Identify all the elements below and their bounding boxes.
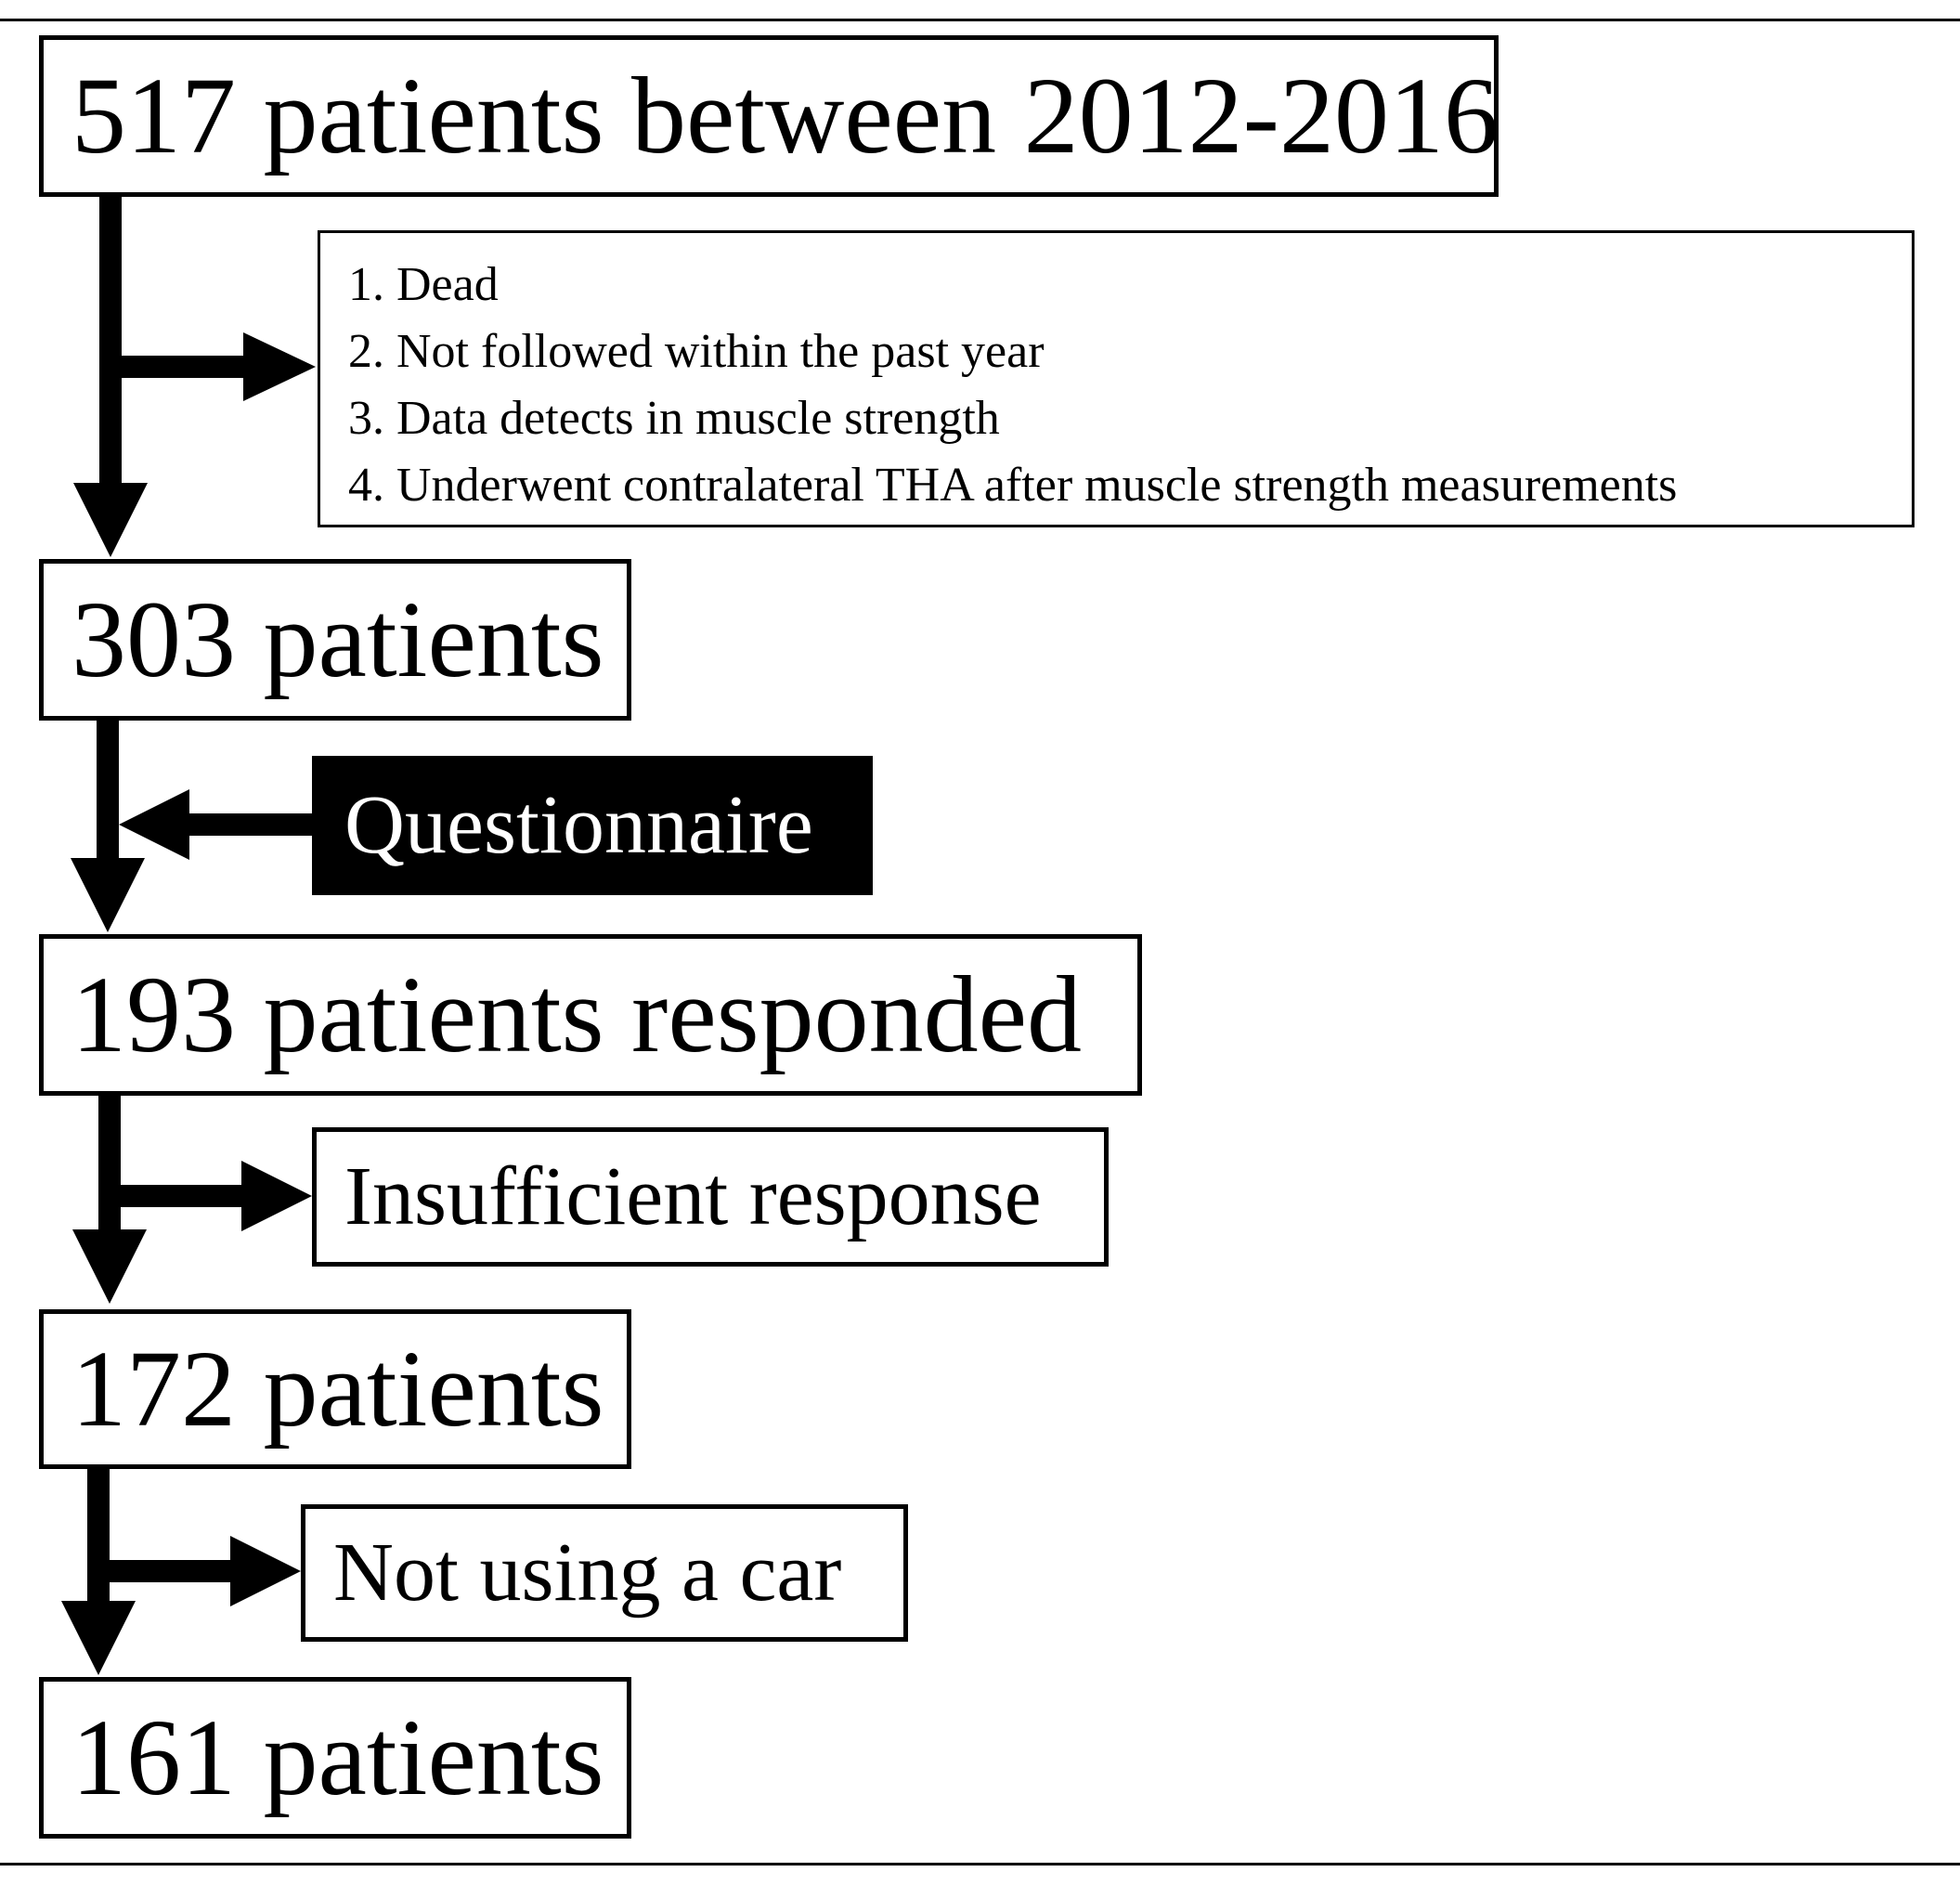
questionnaire-label: Questionnaire [344, 779, 813, 871]
branch-shaft-questionnaire [176, 813, 316, 836]
arrow-head-1 [73, 483, 148, 557]
arrow-head-3 [72, 1229, 147, 1304]
step-box-172: 172 patients [39, 1309, 631, 1469]
branch-shaft-exclusion [110, 356, 250, 378]
not-using-car-box: Not using a car [301, 1504, 908, 1642]
arrow-head-2 [71, 858, 145, 932]
branch-shaft-insufficient [110, 1185, 249, 1207]
step-label-172: 172 patients [71, 1328, 604, 1450]
questionnaire-box: Questionnaire [312, 756, 873, 895]
insufficient-response-label: Insufficient response [344, 1150, 1042, 1242]
step-label-517: 517 patients between 2012-2016 [71, 55, 1499, 176]
branch-head-questionnaire [119, 789, 189, 860]
bottom-rule [0, 1863, 1960, 1866]
branch-head-insufficient [241, 1161, 312, 1231]
arrow-shaft-4 [87, 1469, 110, 1608]
step-box-303: 303 patients [39, 559, 631, 721]
not-using-car-label: Not using a car [333, 1527, 842, 1618]
step-label-303: 303 patients [71, 578, 604, 700]
step-label-161: 161 patients [71, 1696, 604, 1818]
step-box-193: 193 patients responded [39, 934, 1142, 1096]
insufficient-response-box: Insufficient response [312, 1127, 1109, 1267]
step-box-161: 161 patients [39, 1677, 631, 1839]
step-label-193: 193 patients responded [71, 954, 1082, 1075]
exclusion-item: 3. Data detects in muscle strength [348, 392, 1000, 445]
arrow-shaft-2 [97, 717, 119, 865]
exclusion-item: 4. Underwent contralateral THA after mus… [348, 459, 1678, 512]
branch-shaft-car [98, 1560, 238, 1582]
arrow-shaft-1 [99, 195, 122, 492]
branch-head-car [230, 1536, 301, 1606]
arrow-shaft-3 [98, 1096, 121, 1235]
exclusion-item: 1. Dead [348, 258, 499, 311]
exclusion-item: 2. Not followed within the past year [348, 325, 1045, 378]
top-rule [0, 19, 1960, 21]
step-box-517: 517 patients between 2012-2016 [39, 35, 1499, 197]
exclusion-criteria-list: 1. Dead 2. Not followed within the past … [348, 252, 1912, 519]
branch-head-exclusion [243, 332, 316, 401]
arrow-head-4 [61, 1601, 136, 1675]
exclusion-criteria-box: 1. Dead 2. Not followed within the past … [318, 230, 1915, 527]
